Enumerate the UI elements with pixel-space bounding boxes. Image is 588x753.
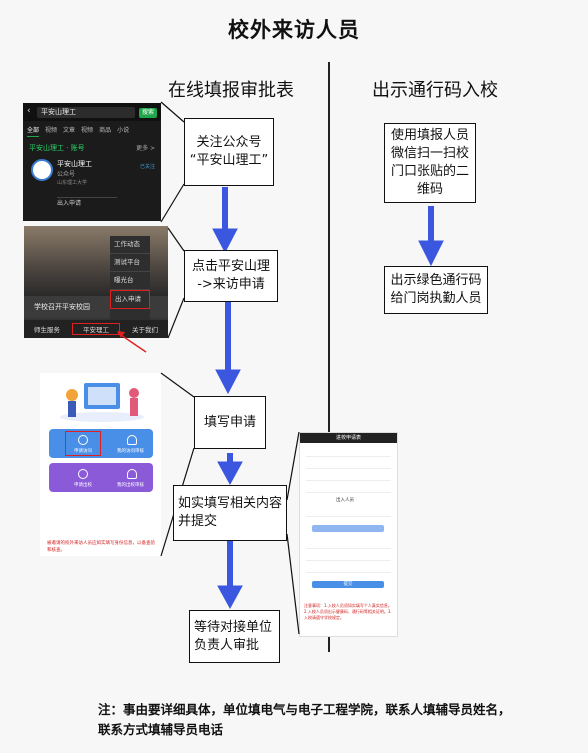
visit-review-label: 我的访问审核 xyxy=(117,449,144,454)
form-row xyxy=(306,509,391,517)
footer-note: 注：事由要详细具体，单位填电气与电子工程学院，联系人填辅导员姓名，联系方式填辅导… xyxy=(98,702,511,737)
form-header: 进校申请表 xyxy=(300,433,397,443)
follow-status: 已关注 xyxy=(139,164,155,170)
form-row xyxy=(306,565,391,573)
left-heading: 在线填报审批表 xyxy=(168,80,294,101)
application-page-screenshot: 申请访问 我的访问审核 申请出校 我的出校审核 被邀请的校外来访人员应如实填写身… xyxy=(40,373,161,556)
step-await-approval: 等待对接单位 负责人审批 xyxy=(189,610,280,663)
tab-all: 全部 xyxy=(27,125,40,137)
user-icon xyxy=(127,435,137,445)
bottom-tab-about: 关于我们 xyxy=(132,326,158,334)
bottom-menu: 师生服务 平安理工 关于我们 xyxy=(24,320,168,338)
form-row xyxy=(306,485,391,493)
account-section-label: 平安山理工 · 账号 xyxy=(29,144,85,152)
apply-exit-label: 申请出校 xyxy=(74,483,92,488)
account-logo xyxy=(31,159,53,181)
step-fill-content: 如实填写相关内容 并提交 xyxy=(173,485,287,541)
column-divider xyxy=(328,62,330,652)
visit-card: 申请访问 我的访问审核 xyxy=(49,429,153,458)
menu-item-news: 工作动态 xyxy=(110,236,150,254)
search-tabs: 全部 视频 文章 视频 商品 小说 xyxy=(23,125,161,137)
popup-menu: 工作动态 测试平台 曝光台 出入申请 xyxy=(110,236,150,320)
step-click-apply: 点击平安山理 ->来访申请 xyxy=(184,250,278,302)
tab-goods: 商品 xyxy=(99,127,112,134)
bottom-tab-service: 师生服务 xyxy=(34,326,60,334)
step-follow-account: 关注公众号 “平安山理工” xyxy=(184,118,274,186)
section-label: 出入人员 xyxy=(336,498,354,503)
wechat-search-screenshot: ‹ 平安山理工 搜索 全部 视频 文章 视频 商品 小说 平安山理工 · 账号 … xyxy=(23,103,161,221)
clock-icon xyxy=(78,435,88,445)
menu-item-exposure: 曝光台 xyxy=(110,272,150,290)
clock-icon xyxy=(78,469,88,479)
account-desc: 山东理工大学 xyxy=(57,180,88,186)
bottom-tab-safety: 平安理工 xyxy=(72,323,120,335)
tab-video: 视频 xyxy=(45,127,58,134)
more-link: 更多 > xyxy=(136,145,155,152)
page-title: 校外来访人员 xyxy=(228,18,360,42)
step-scan-qr: 使用填报人员 微信扫一扫校 门口张贴的二 维码 xyxy=(384,123,476,203)
right-heading: 出示通行码入校 xyxy=(372,80,498,101)
account-menu-screenshot: 学校召开平安校园 工作动态 测试平台 曝光台 出入申请 师生服务 平安理工 关于… xyxy=(24,226,168,338)
account-type: 公众号 xyxy=(57,171,76,178)
step-fill-application: 填写申请 xyxy=(194,396,266,449)
apply-visit-label: 申请访问 xyxy=(74,449,92,454)
notice-text: 注意事项：1.入校人员须如实填写个人真实信息。2.入校人员须出示健康码、通行码等… xyxy=(304,603,392,620)
entry-link: 出入申请 xyxy=(57,197,117,210)
exit-card: 申请出校 我的出校审核 xyxy=(49,463,153,492)
form-screenshot: 进校申请表 出入人员 提交 注意事项：1.入校人员须如实填写个人真实信息。2.入… xyxy=(299,432,398,637)
tab-video2: 视频 xyxy=(81,127,94,134)
red-notice: 被邀请的校外来访人员应如实填写身份信息，以备查验和核查。 xyxy=(47,541,155,553)
illustration xyxy=(60,383,144,422)
form-row xyxy=(306,473,391,481)
step-show-pass: 出示绿色通行码 给门岗执勤人员 xyxy=(384,266,488,314)
tab-article: 文章 xyxy=(63,127,76,134)
search-button: 搜索 xyxy=(139,108,157,118)
menu-item-apply: 出入申请 xyxy=(110,290,150,309)
form-row xyxy=(306,461,391,469)
menu-item-test: 测试平台 xyxy=(110,254,150,272)
back-icon: ‹ xyxy=(27,106,31,116)
search-input: 平安山理工 xyxy=(37,107,135,118)
exit-review-label: 我的出校审核 xyxy=(117,483,144,488)
form-row xyxy=(306,553,391,561)
submit-button: 提交 xyxy=(312,581,384,588)
tab-novel: 小说 xyxy=(117,127,130,134)
form-row xyxy=(306,449,391,457)
add-person-button xyxy=(312,525,384,532)
highlight-box xyxy=(65,431,101,456)
form-row xyxy=(306,541,391,549)
user-icon xyxy=(127,469,137,479)
account-name: 平安山理工 xyxy=(57,160,92,168)
